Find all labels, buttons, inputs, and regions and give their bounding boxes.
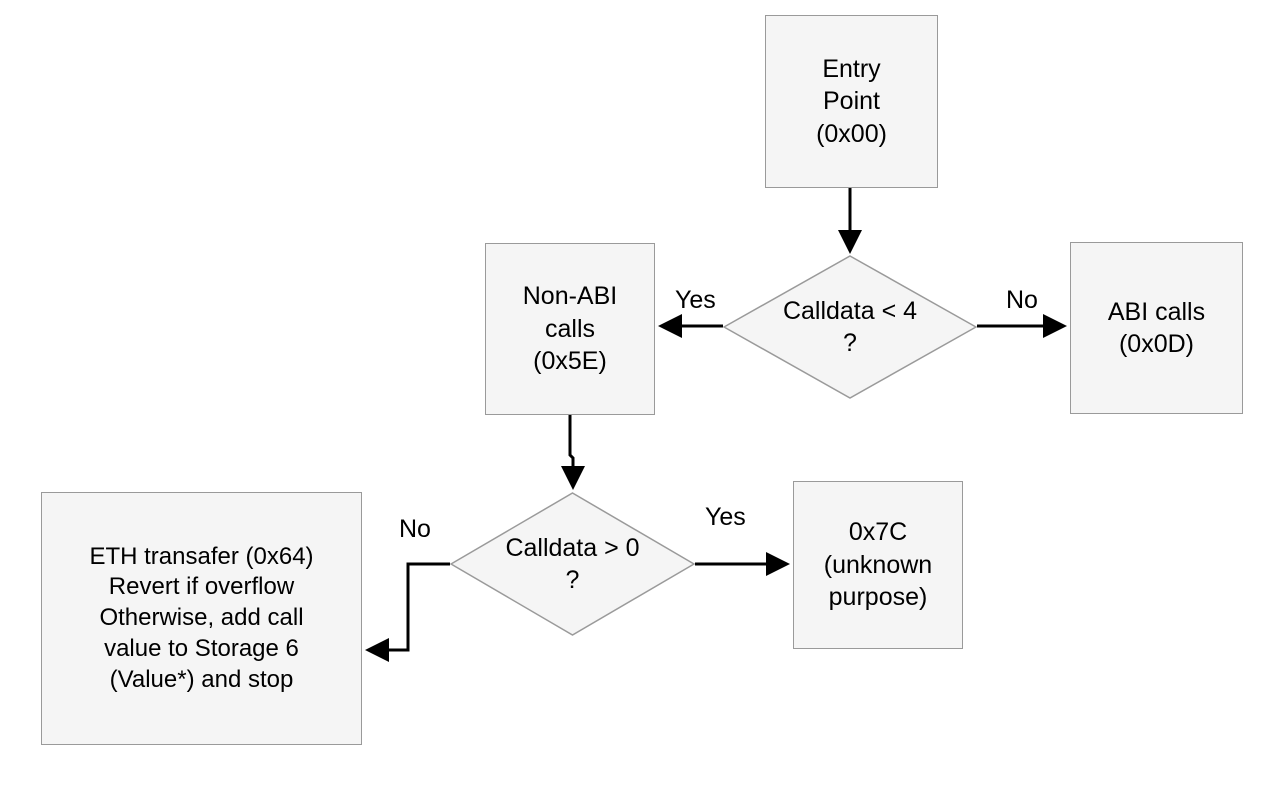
diamond-shape (450, 492, 695, 636)
edge-label-decision2-yes: Yes (705, 503, 746, 531)
node-eth-transfer[interactable]: ETH transafer (0x64) Revert if overflow … (41, 492, 362, 745)
node-calldata-gt-0-label: Calldata > 0 ? (505, 533, 640, 595)
edge-label-decision1-no: No (1006, 286, 1038, 314)
node-abi-calls-label: ABI calls (0x0D) (1107, 297, 1206, 359)
edge-label-decision2-no: No (399, 515, 431, 543)
node-abi-calls[interactable]: ABI calls (0x0D) (1070, 242, 1243, 414)
edge-nonabi-to-decision2 (561, 415, 585, 490)
node-non-abi-calls-label: Non-ABI calls (0x5E) (522, 282, 618, 376)
edge-decision2-no (365, 562, 450, 662)
node-calldata-lt-4-label: Calldata < 4 ? (782, 296, 918, 358)
node-eth-transfer-label: ETH transafer (0x64) Revert if overflow … (89, 542, 314, 693)
node-calldata-lt-4[interactable]: Calldata < 4 ? (723, 255, 977, 399)
edge-label-decision1-yes: Yes (675, 286, 716, 314)
node-calldata-gt-0[interactable]: Calldata > 0 ? (450, 492, 695, 636)
diamond-shape (723, 255, 977, 399)
node-non-abi-calls[interactable]: Non-ABI calls (0x5E) (485, 243, 655, 415)
node-unknown-0x7c[interactable]: 0x7C (unknown purpose) (793, 481, 963, 649)
node-unknown-0x7c-label: 0x7C (unknown purpose) (823, 518, 933, 612)
node-entry-point[interactable]: Entry Point (0x00) (765, 15, 938, 188)
node-entry-point-label: Entry Point (0x00) (816, 54, 887, 148)
